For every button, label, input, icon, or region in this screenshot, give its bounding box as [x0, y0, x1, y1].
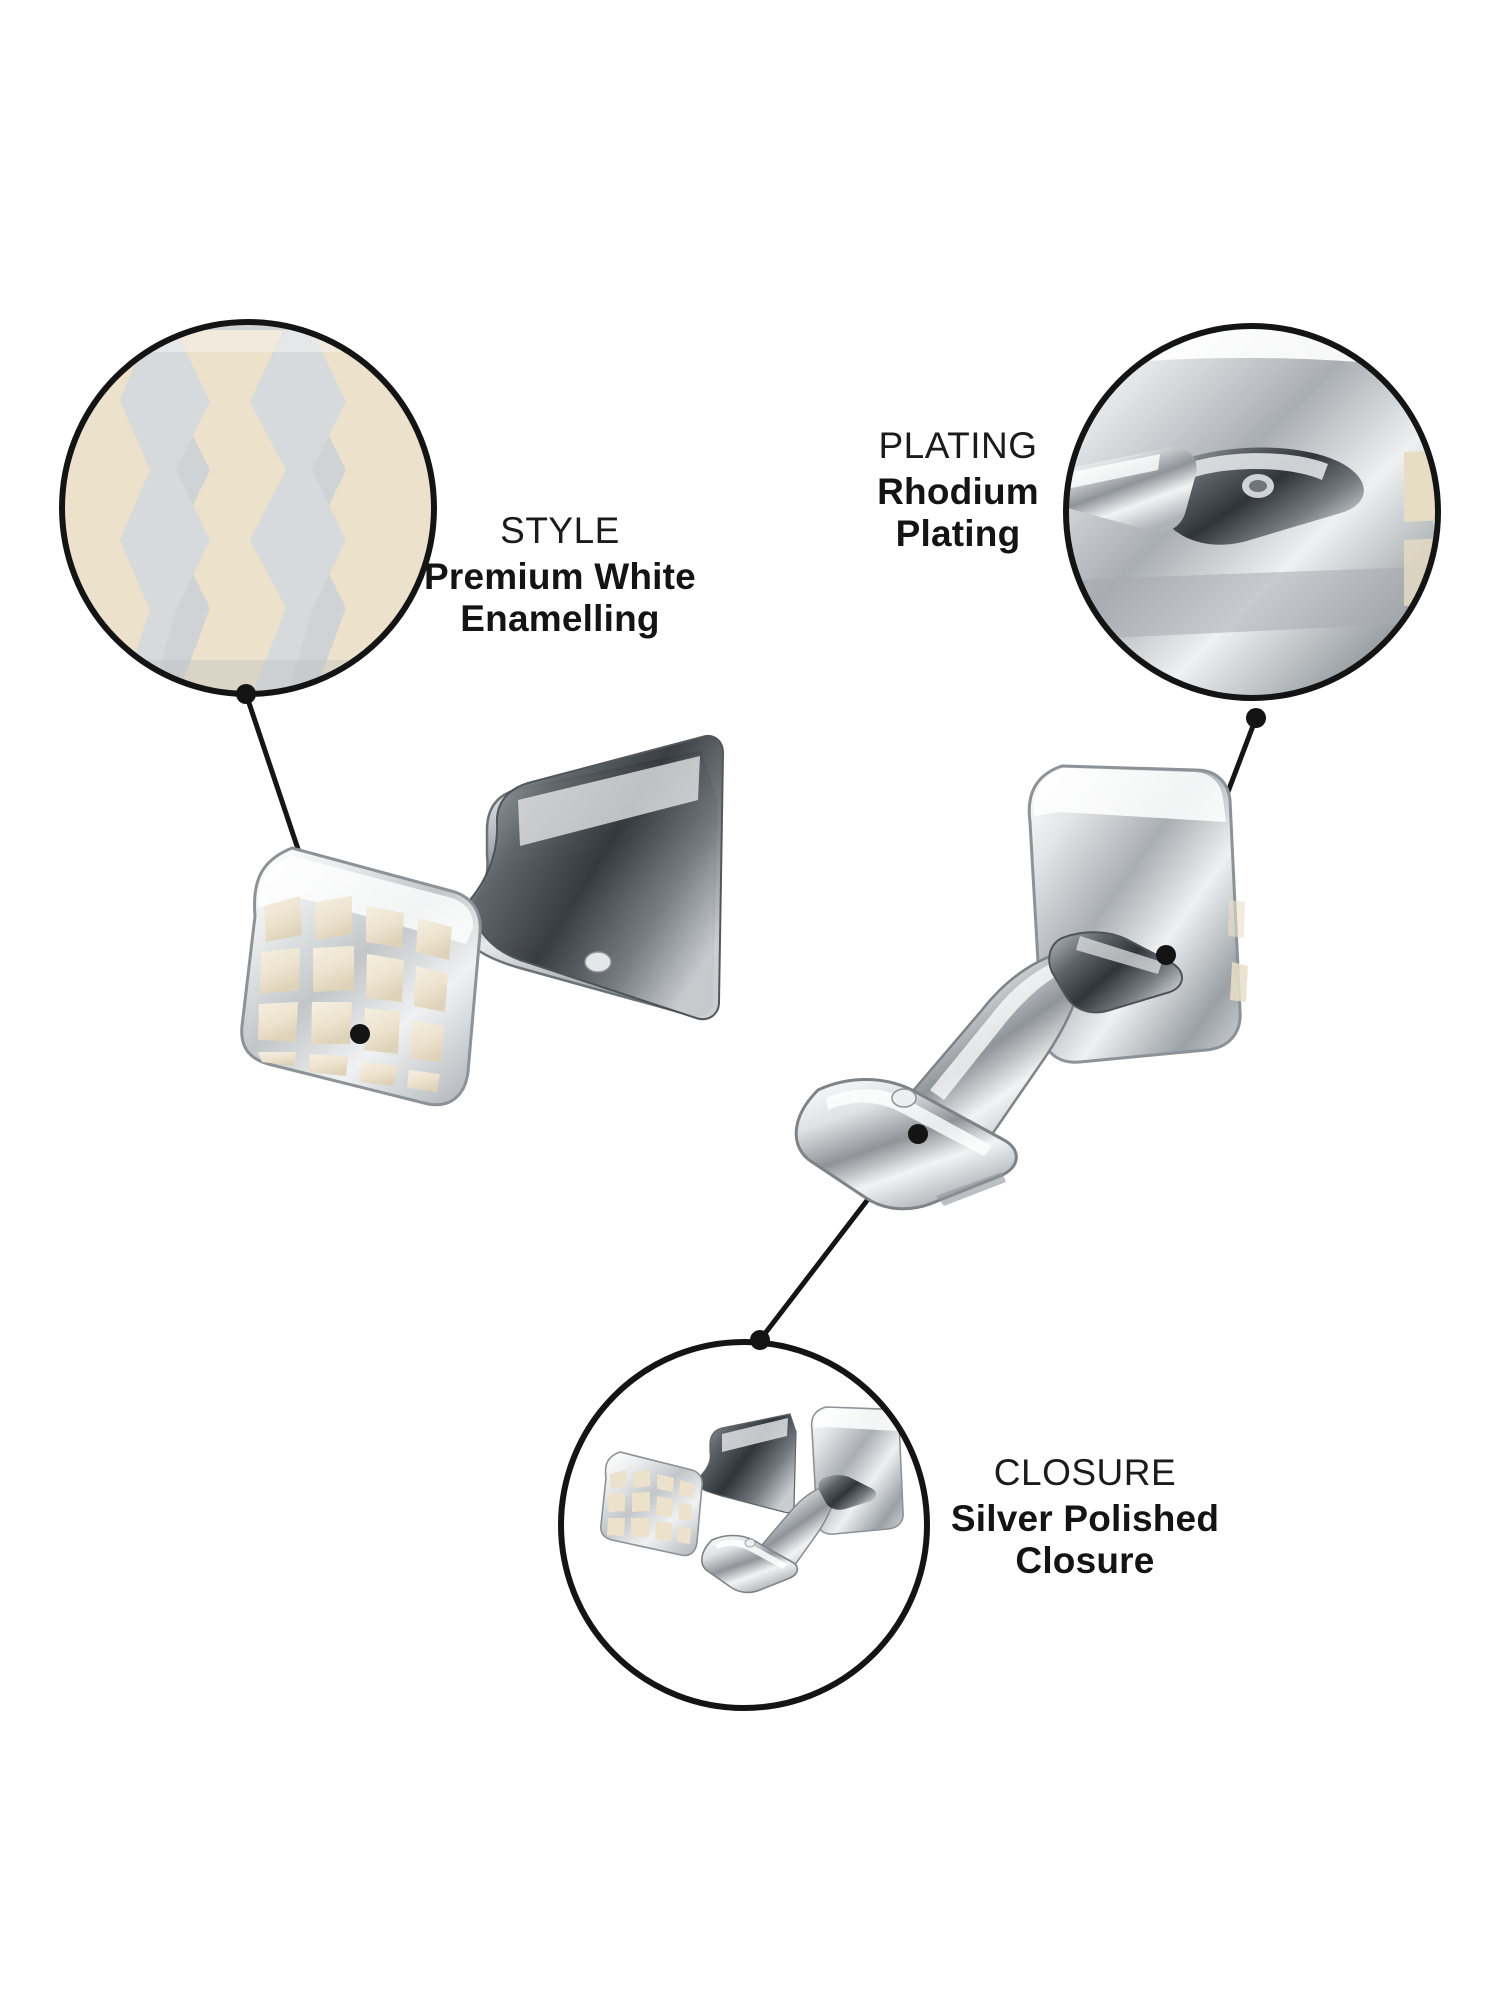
closure-toggle-shadow [936, 1172, 1006, 1206]
cufflink-back [794, 764, 1248, 1211]
callout-kicker-style: STYLE [500, 510, 620, 551]
back-swivel-fitting [1048, 931, 1183, 1014]
callout-value-closure-line1: Silver Polished [950, 1498, 1220, 1540]
front-bar-pivot [584, 951, 612, 973]
callout-value-closure-line2: Closure [1015, 1539, 1155, 1581]
anchor-dot-style [236, 684, 256, 704]
callout-label-style: STYLE Premium White Enamelling [395, 510, 725, 639]
callout-value-plating-line2: Plating [895, 512, 1021, 554]
back-post-highlight [930, 960, 1068, 1100]
back-enamel-edge [1230, 962, 1248, 1002]
callout-kicker-plating: PLATING [878, 425, 1038, 466]
callout-label-closure: CLOSURE Silver Polished Closure [920, 1452, 1250, 1581]
closure-pivot-rivet [891, 1088, 917, 1108]
front-bar-highlight [518, 756, 700, 846]
anchor-dot-closure [750, 1330, 770, 1350]
callout-bubble-style [59, 319, 437, 704]
anchor-dot-plating [1246, 708, 1266, 728]
back-face-bevel [1033, 768, 1226, 822]
back-swivel-highlight [1076, 936, 1162, 974]
target-dot-plating [1156, 945, 1176, 965]
callout-kicker-closure: CLOSURE [993, 1452, 1177, 1493]
callout-bubble-closure [558, 1330, 930, 1711]
callout-label-plating: PLATING Rhodium Plating [818, 425, 1098, 554]
callout-bubble-plating [1063, 323, 1441, 728]
cufflink-front [240, 735, 725, 1107]
target-dot-closure [908, 1124, 928, 1144]
target-dot-style [350, 1024, 370, 1044]
callout-value-style-line1: Premium White [424, 556, 696, 598]
back-enamel-edge-2 [1228, 900, 1245, 938]
front-enamel-tiles [258, 896, 452, 1092]
callout-value-style-line2: Enamelling [460, 597, 660, 639]
callout-value-plating-line1: Rhodium [877, 471, 1039, 513]
